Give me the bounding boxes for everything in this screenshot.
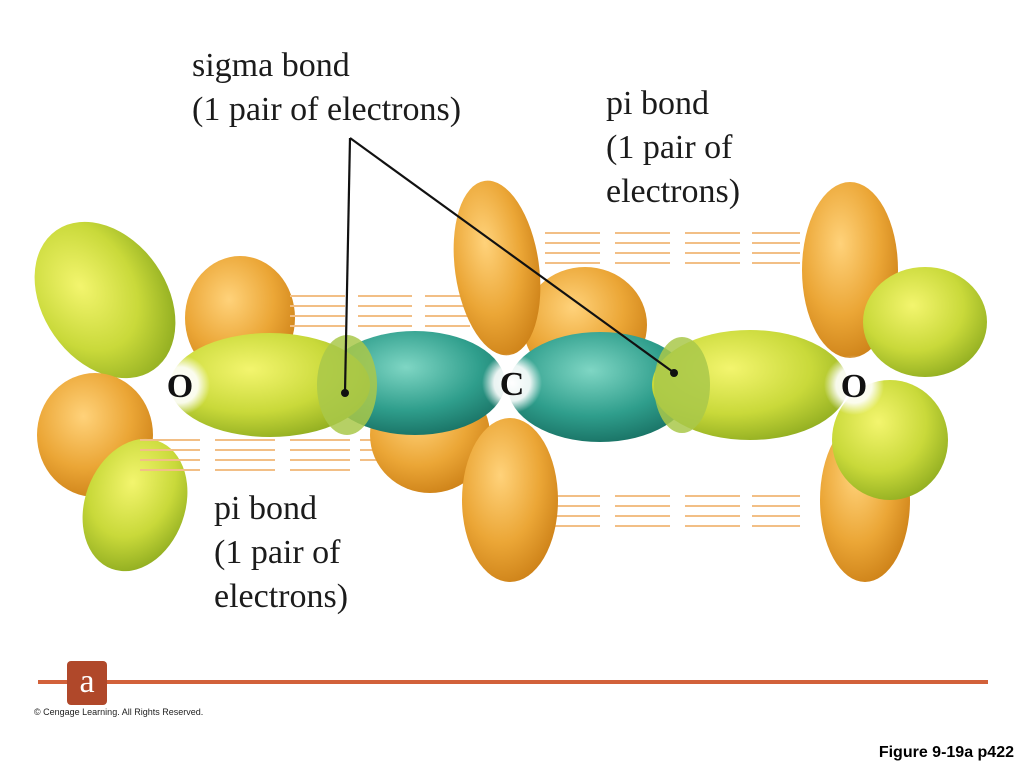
sigma-orbital-right [508,332,692,442]
oxygen-left-p-lobe-upper-left [34,221,176,379]
oxygen-right-lobes [802,182,987,582]
pi-bond-dashes-right-bottom [545,495,800,527]
pi-bond-bottom-line3: electrons) [214,578,349,615]
oxygen-right-p-lobe-upper-right [863,267,987,377]
overlap-left [317,335,377,435]
pi-bond-bottom-line1: pi bond [214,490,317,527]
sigma-leader-lines [343,137,674,393]
pi-bond-dashes-left-top [290,295,470,327]
panel-letter-badge: a [67,661,107,705]
atom-symbol-oxygen-left: O [167,368,193,405]
atom-symbol-carbon: C [500,366,525,403]
sigma-bond-label-line1: sigma bond [192,47,350,84]
atom-carbon: C [482,353,542,413]
leader-line-to-right-overlap [349,137,674,373]
leader-dot-right [670,369,678,377]
pi-bond-top-line2: (1 pair of [606,129,733,166]
pi-bond-dashes-right-top [545,232,800,264]
atom-symbol-oxygen-right: O [841,368,867,405]
panel-divider-rule [38,680,988,684]
carbon-p-lobe-bottom [462,418,558,582]
nucleus-glow [150,355,210,415]
overlap-regions [317,335,710,435]
figure-reference: Figure 9-19a p422 [878,744,1014,761]
pi-bond-label-top: pi bond (1 pair of electrons) [606,82,740,214]
pi-bond-top-line3: electrons) [606,173,741,210]
oxygen-left-sp-lobe [170,333,370,437]
leader-line-to-left-overlap [343,137,352,393]
sigma-bond-label-line2: (1 pair of electrons) [192,91,462,128]
pi-bond-top-line1: pi bond [606,85,709,122]
pi-bond-bottom-line2: (1 pair of [214,534,341,571]
leader-dot-left [341,389,349,397]
pi-bond-label-bottom: pi bond (1 pair of electrons) [214,487,348,619]
nucleus-glow [824,355,884,415]
nucleus-glow [482,353,542,413]
oxygen-left-p-lobe-lower [82,438,188,572]
atom-oxygen-left: O [150,355,210,415]
sigma-bond-label: sigma bond (1 pair of electrons) [192,44,461,132]
atom-oxygen-right: O [824,355,884,415]
carbon-p-lobe-top [453,180,541,356]
copyright-notice: © Cengage Learning. All Rights Reserved. [34,707,204,717]
carbon-lobes-front [453,180,558,582]
overlap-right [654,337,710,433]
